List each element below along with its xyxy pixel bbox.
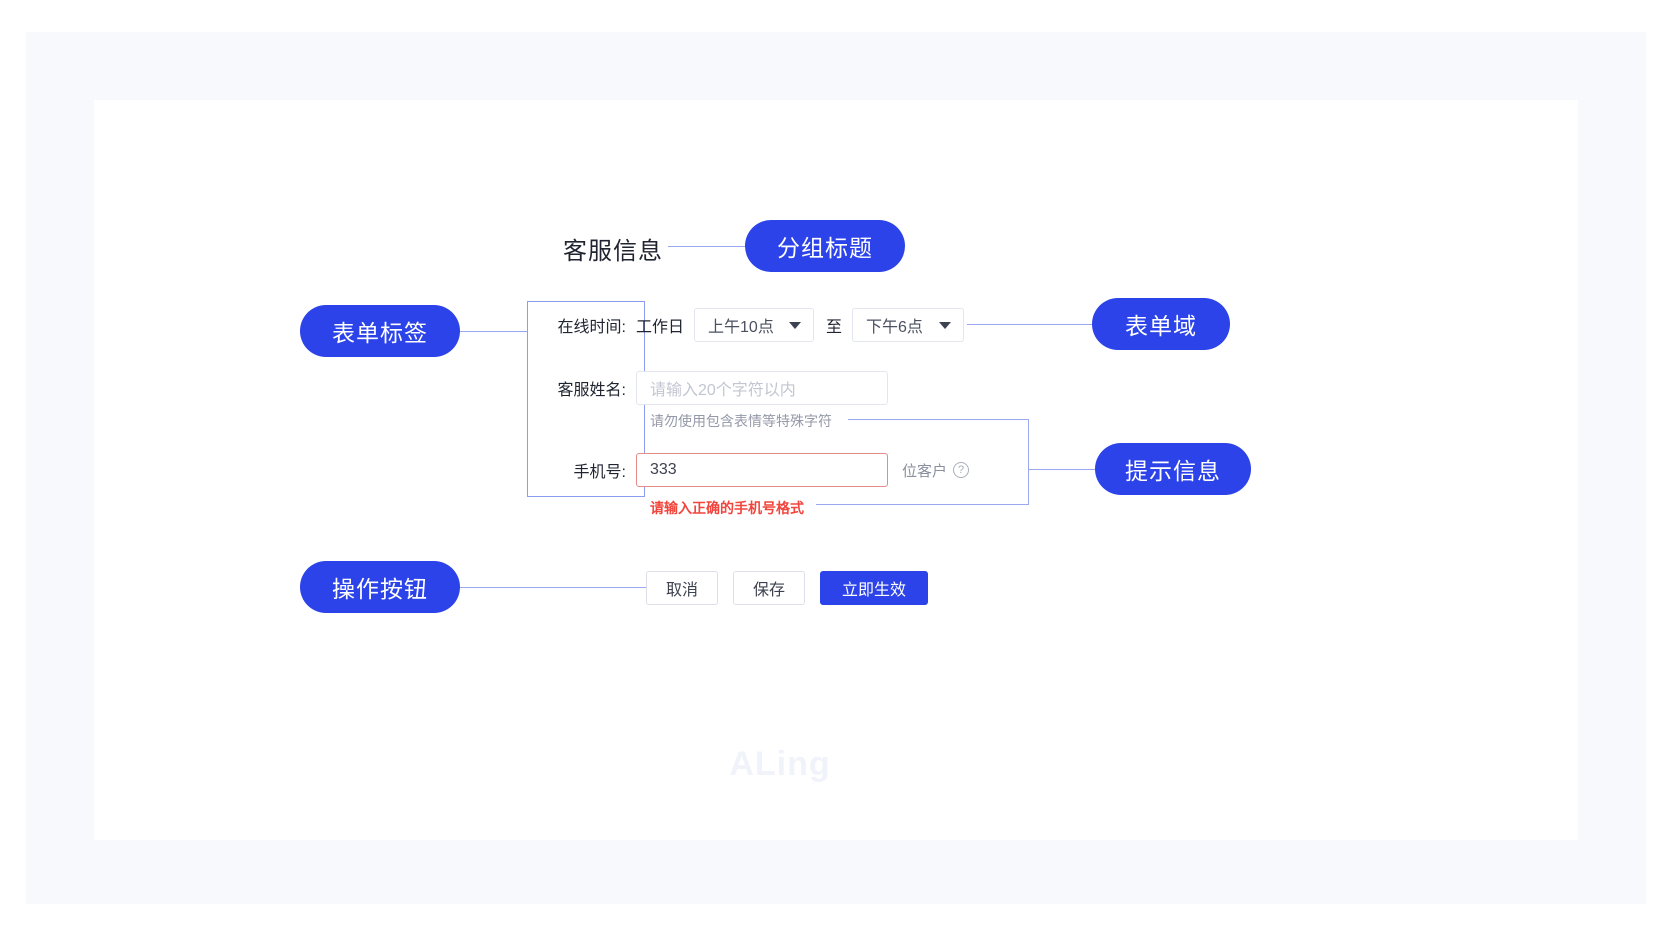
annotation-action-buttons-text: 操作按钮 xyxy=(332,576,428,602)
save-button[interactable]: 保存 xyxy=(733,571,805,605)
input-agent-name[interactable]: 请输入20个字符以内 xyxy=(636,371,888,405)
connector-hint-top xyxy=(848,419,1029,420)
select-end-time-value: 下午6点 xyxy=(866,319,923,336)
annotation-action-buttons: 操作按钮 xyxy=(300,561,460,613)
form-row-agent-name: 客服姓名: 请输入20个字符以内 xyxy=(540,371,888,405)
cancel-button[interactable]: 取消 xyxy=(646,571,718,605)
apply-button[interactable]: 立即生效 xyxy=(820,571,928,605)
select-end-time[interactable]: 下午6点 xyxy=(852,308,965,342)
select-start-time-value: 上午10点 xyxy=(708,319,774,336)
form-row-online-time: 在线时间: 工作日 上午10点 至 下午6点 xyxy=(540,308,965,342)
annotation-hint-info: 提示信息 xyxy=(1095,443,1251,495)
phone-suffix: 位客户 ? xyxy=(902,460,970,481)
form-row-phone: 手机号: 333 位客户 ? xyxy=(540,453,970,487)
connector-hint-bottom xyxy=(816,504,1029,505)
annotation-form-label: 表单标签 xyxy=(300,305,460,357)
text-weekday: 工作日 xyxy=(636,319,685,336)
text-time-separator: 至 xyxy=(826,319,843,336)
annotation-form-field: 表单域 xyxy=(1092,298,1230,350)
input-phone-value: 333 xyxy=(650,461,677,478)
annotation-form-label-text: 表单标签 xyxy=(332,320,428,346)
connector-hint-pill xyxy=(1028,469,1095,470)
annotation-form-field-text: 表单域 xyxy=(1125,313,1197,339)
label-phone: 手机号: xyxy=(573,464,626,481)
annotation-hint-info-text: 提示信息 xyxy=(1125,458,1221,484)
phone-suffix-text: 位客户 xyxy=(902,462,948,480)
chevron-down-icon xyxy=(939,322,952,329)
annotation-group-title-label: 分组标题 xyxy=(777,235,873,261)
group-title: 客服信息 xyxy=(563,238,663,265)
watermark: ALing xyxy=(729,745,831,783)
input-agent-name-placeholder: 请输入20个字符以内 xyxy=(650,382,796,399)
error-text-phone: 请输入正确的手机号格式 xyxy=(650,500,804,516)
connector-action-buttons xyxy=(460,587,646,588)
button-row: 取消 保存 立即生效 xyxy=(646,571,928,605)
connector-form-label xyxy=(460,331,527,332)
connector-hint-right xyxy=(1028,419,1029,505)
label-online-time: 在线时间: xyxy=(557,319,626,336)
helper-text-agent-name: 请勿使用包含表情等特殊字符 xyxy=(650,413,832,429)
label-agent-name: 客服姓名: xyxy=(557,382,626,399)
select-start-time[interactable]: 上午10点 xyxy=(694,308,815,342)
annotation-group-title: 分组标题 xyxy=(745,220,905,272)
input-phone[interactable]: 333 xyxy=(636,453,888,487)
help-question-icon[interactable]: ? xyxy=(953,462,970,478)
connector-form-field xyxy=(967,324,1092,325)
connector-group-title xyxy=(668,246,746,247)
chevron-down-icon xyxy=(789,322,802,329)
